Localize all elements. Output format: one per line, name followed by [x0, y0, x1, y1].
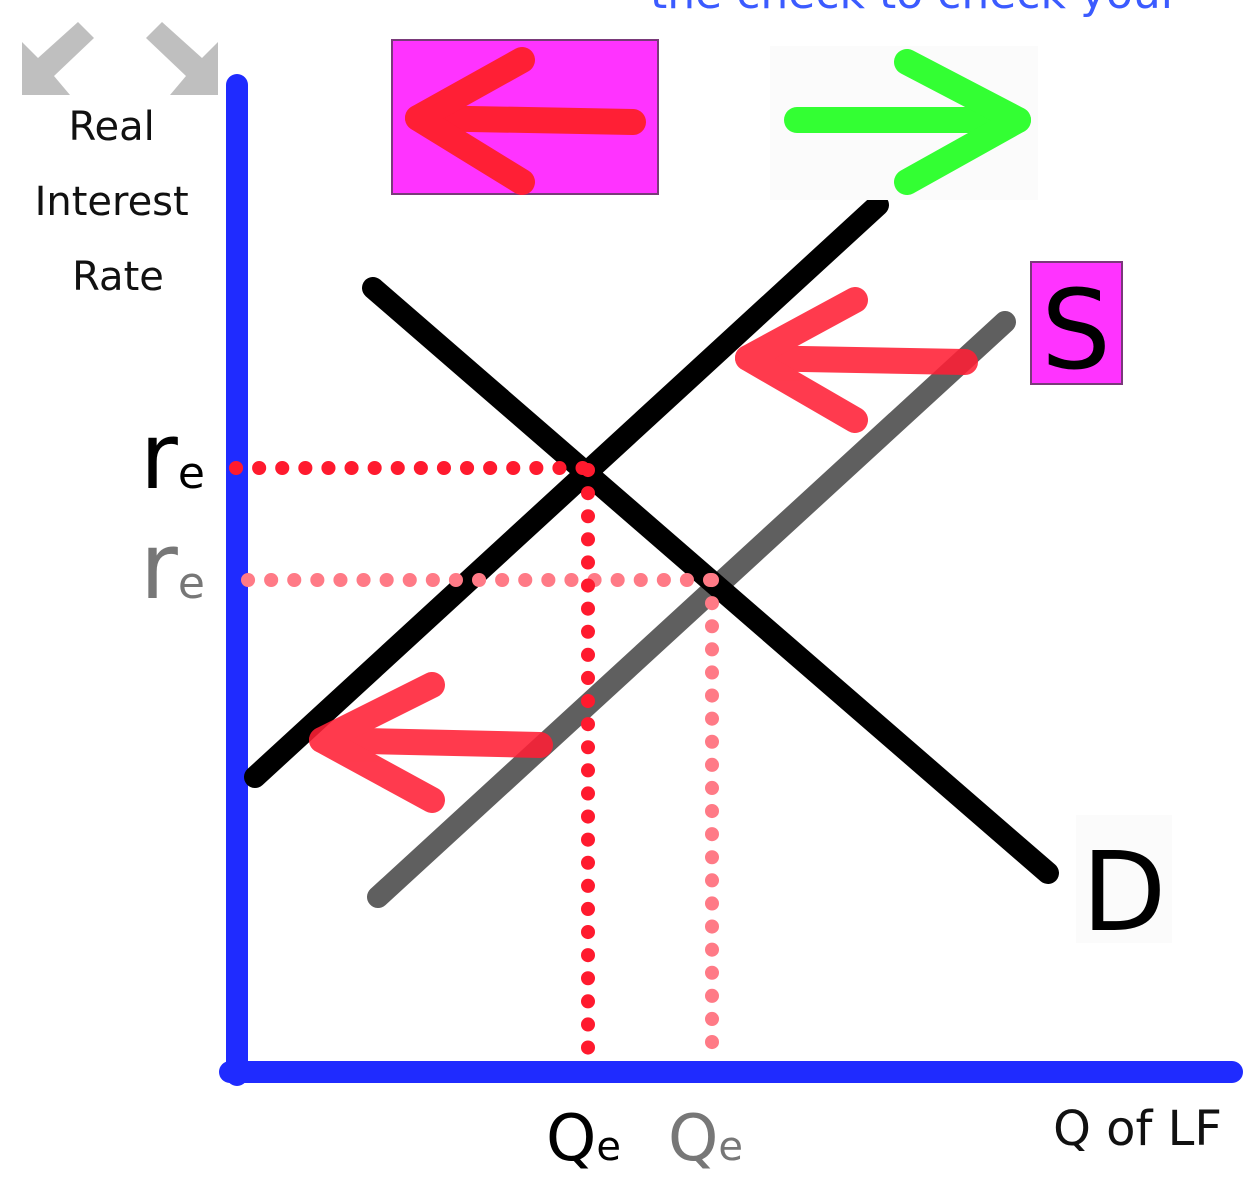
cut-header-text: the check to check your	[650, 0, 1180, 19]
demand-label: D	[1076, 815, 1172, 956]
arrow-down-right-icon[interactable]	[145, 22, 225, 97]
new-equilibrium-quantity-label: Qe	[546, 1102, 621, 1176]
demand-label-text: D	[1082, 828, 1167, 956]
supply-label-text: S	[1041, 266, 1111, 394]
supply-shift-arrow-lower	[309, 672, 553, 813]
old-supply-curve	[367, 311, 1016, 908]
right-arrow-icon	[770, 46, 1038, 200]
new-equilibrium-rate-label: re	[140, 403, 205, 510]
supply-curve	[244, 194, 889, 788]
x-axis-label: Q of LF	[1053, 1101, 1222, 1157]
supply-label: S	[1030, 261, 1123, 394]
old-equilibrium-rate-label: re	[140, 513, 205, 620]
y-axis-label: Real Interest Rate	[35, 104, 202, 300]
arrow-down-left-icon[interactable]	[20, 22, 100, 97]
old-equilibrium-quantity-label: Qe	[668, 1102, 743, 1176]
left-arrow-highlight	[391, 39, 659, 195]
supply-shift-arrow-upper	[735, 287, 978, 433]
